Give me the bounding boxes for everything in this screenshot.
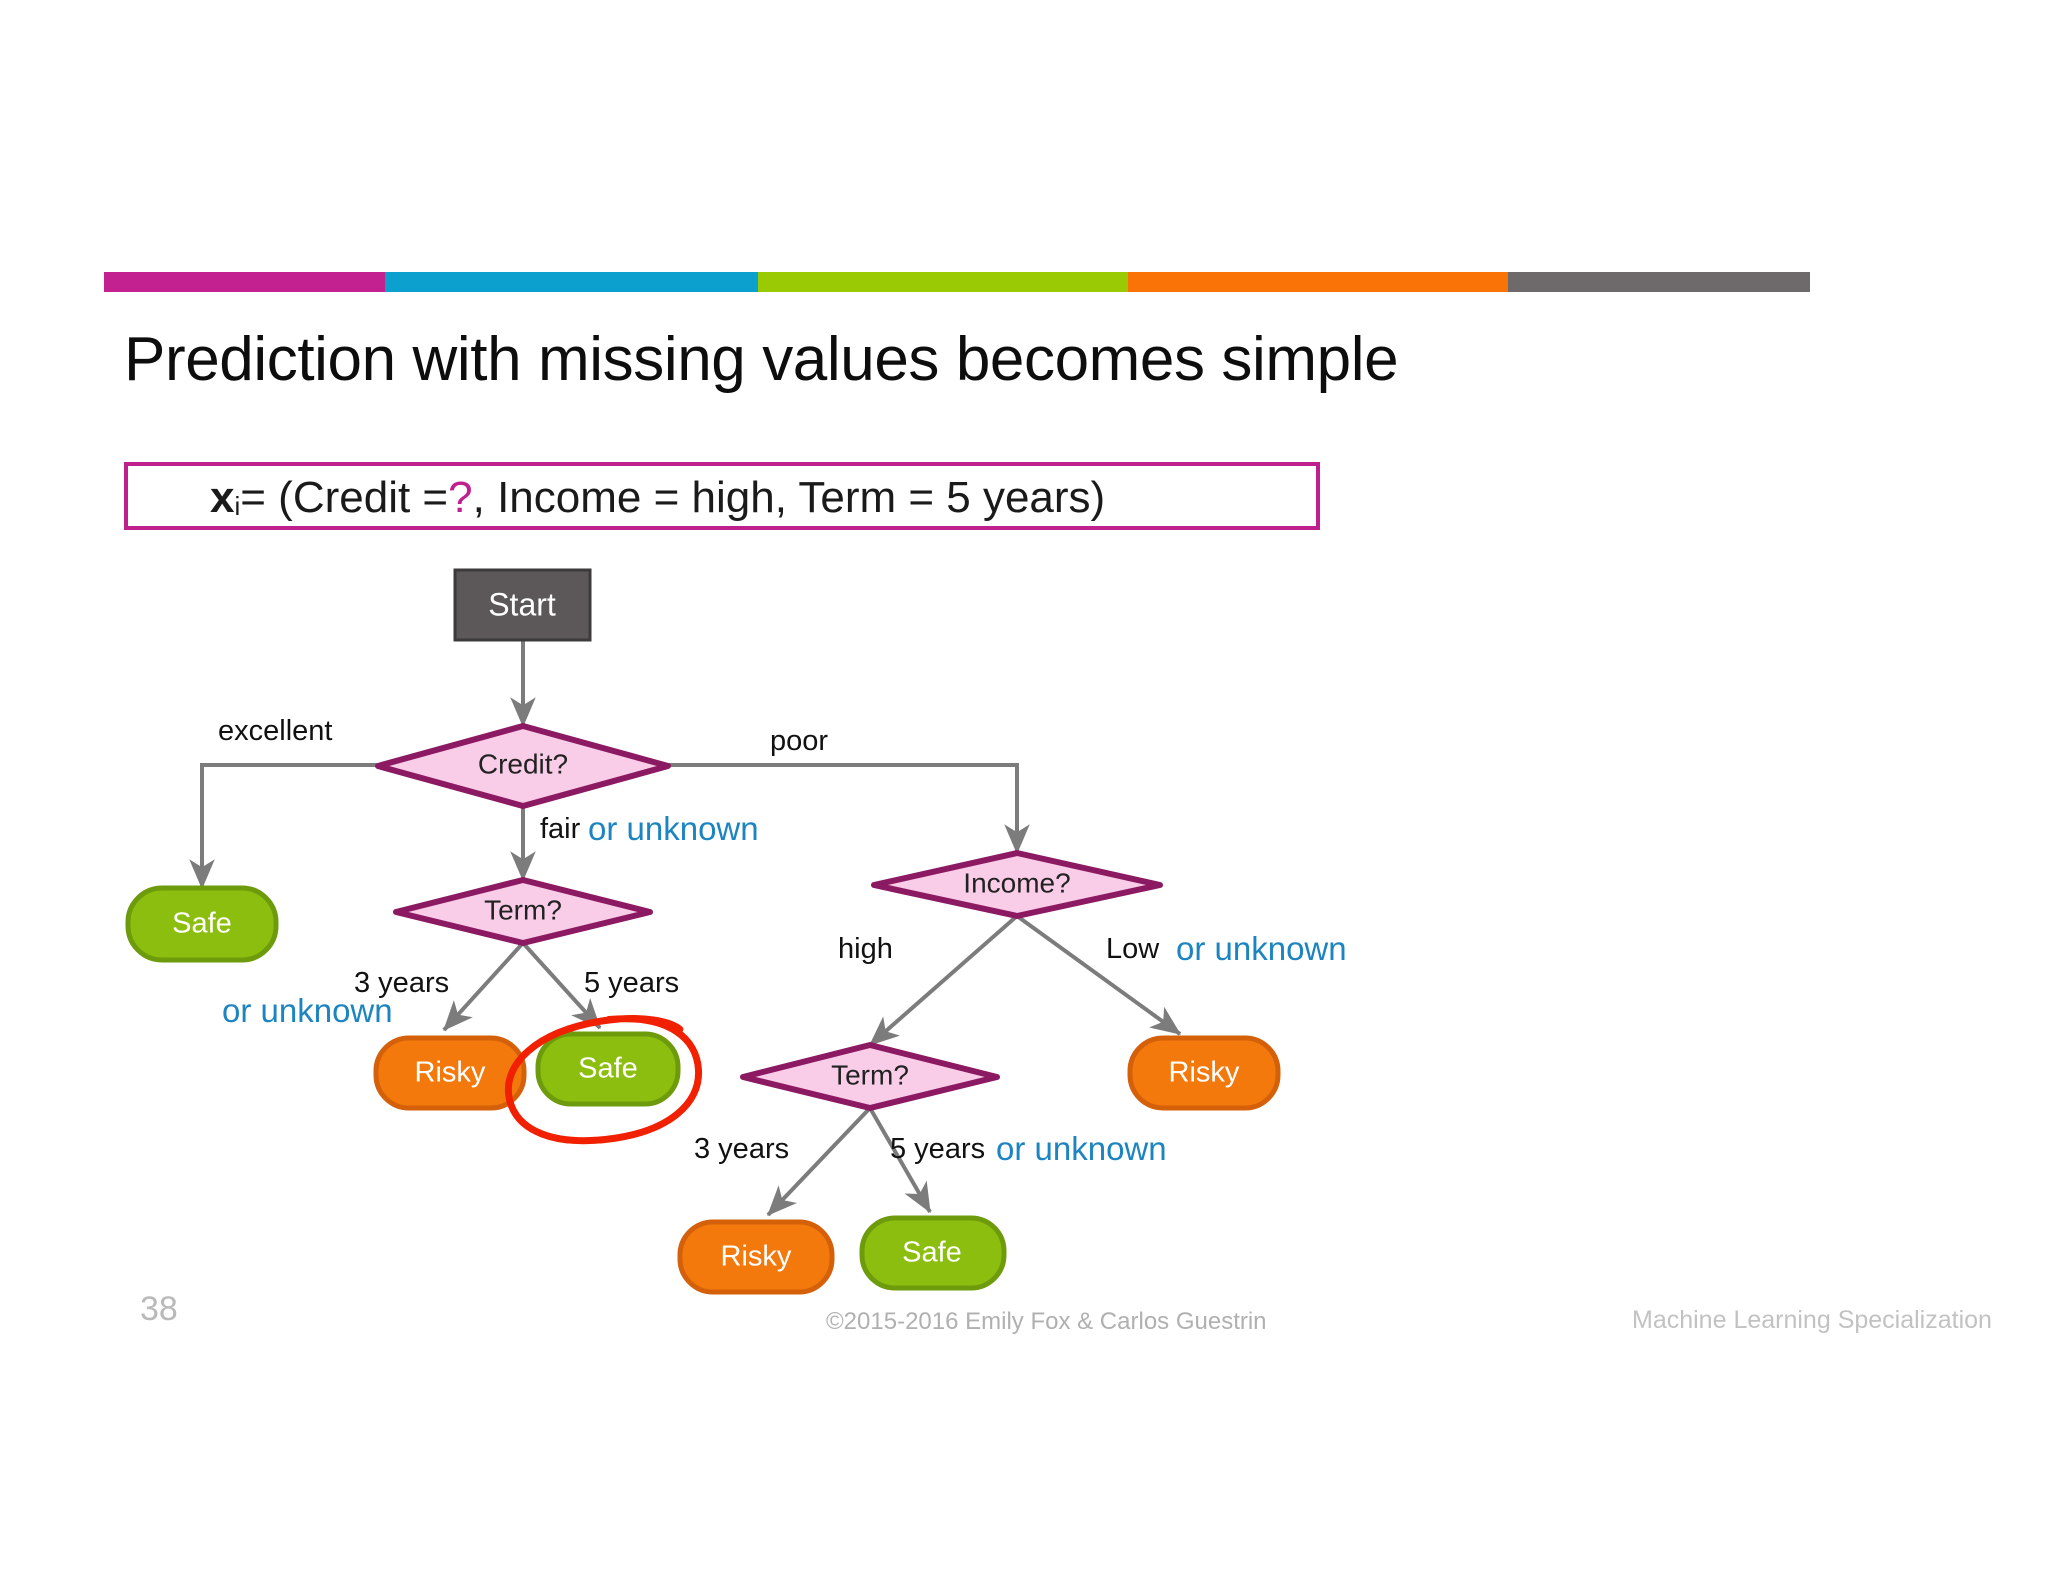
edge-income-low — [1015, 914, 1182, 1036]
stripe-segment-magenta — [104, 272, 385, 292]
edge-label-fair-unknown: or unknown — [588, 810, 759, 847]
feature-vector-eq: = (Credit = — [240, 473, 449, 522]
node-income[interactable]: Income? — [871, 850, 1163, 919]
node-term-left-label: Term? — [484, 894, 562, 925]
edge-label-3years-b: 3 years — [694, 1133, 789, 1165]
edge-income-high — [868, 914, 1019, 1047]
node-safe-left[interactable]: Safe — [125, 885, 279, 963]
node-term-left[interactable]: Term? — [393, 877, 653, 946]
edge-label-excellent: excellent — [218, 715, 332, 747]
page-title: Prediction with missing values becomes s… — [124, 325, 1399, 394]
node-term-right-label: Term? — [831, 1059, 909, 1090]
node-risky-bottom-label: Risky — [721, 1241, 792, 1273]
feature-vector-subscript: i — [234, 490, 241, 521]
node-risky-bottom[interactable]: Risky — [677, 1219, 835, 1295]
stripe-segment-green — [758, 272, 1128, 292]
edge-label-poor: poor — [770, 725, 828, 757]
node-risky-left-label: Risky — [415, 1057, 486, 1089]
edge-label-high: high — [838, 933, 893, 965]
edge-credit-poor — [668, 763, 1030, 855]
copyright-notice: ©2015-2016 Emily Fox & Carlos Guestrin — [826, 1308, 1267, 1335]
node-start[interactable]: Start — [453, 568, 592, 642]
node-safe-left-label: Safe — [172, 908, 232, 940]
edge-label-fair: fair — [540, 813, 581, 845]
edge-label-3years-a-unknown: or unknown — [222, 992, 393, 1029]
node-credit[interactable]: Credit? — [375, 723, 671, 809]
edge-term-5years — [521, 941, 602, 1030]
node-risky-left[interactable]: Risky — [373, 1035, 527, 1111]
page-number: 38 — [140, 1290, 178, 1328]
node-risky-right[interactable]: Risky — [1127, 1035, 1281, 1111]
node-income-label: Income? — [963, 867, 1070, 898]
edge-label-3years-a: 3 years — [354, 967, 449, 999]
edge-term-3years — [442, 941, 525, 1032]
edge-label-5years-b: 5 years — [890, 1133, 985, 1165]
node-credit-label: Credit? — [478, 748, 568, 779]
node-term-right[interactable]: Term? — [740, 1042, 1000, 1111]
feature-vector-rest: , Income = high, Term = 5 years) — [472, 473, 1106, 522]
edge-label-low-unknown: or unknown — [1176, 930, 1347, 967]
feature-vector-var: x — [210, 473, 235, 522]
node-start-label: Start — [488, 586, 556, 622]
edge-credit-excellent — [189, 763, 378, 890]
brand-label: Machine Learning Specialization — [1632, 1306, 1992, 1334]
node-safe-bottom[interactable]: Safe — [859, 1215, 1007, 1291]
stripe-segment-cyan — [385, 272, 758, 292]
edge-term2-5years — [868, 1107, 932, 1214]
stripe-segment-orange — [1128, 272, 1508, 292]
red-circle-annotation — [504, 1015, 702, 1145]
edge-label-5years-b-unknown: or unknown — [996, 1130, 1167, 1167]
header-color-stripe — [104, 272, 1810, 292]
node-safe-middle-label: Safe — [578, 1053, 638, 1085]
edge-label-low: Low — [1106, 933, 1160, 965]
feature-vector-box — [124, 462, 1320, 530]
node-risky-right-label: Risky — [1169, 1057, 1240, 1089]
node-safe-bottom-label: Safe — [902, 1237, 962, 1269]
stripe-segment-gray — [1508, 272, 1810, 292]
node-safe-middle[interactable]: Safe — [535, 1031, 681, 1107]
edge-term2-3years — [766, 1106, 872, 1217]
tree-edges — [189, 638, 1182, 1217]
edge-label-5years-a: 5 years — [584, 967, 679, 999]
missing-value-question-mark: ? — [448, 473, 473, 522]
